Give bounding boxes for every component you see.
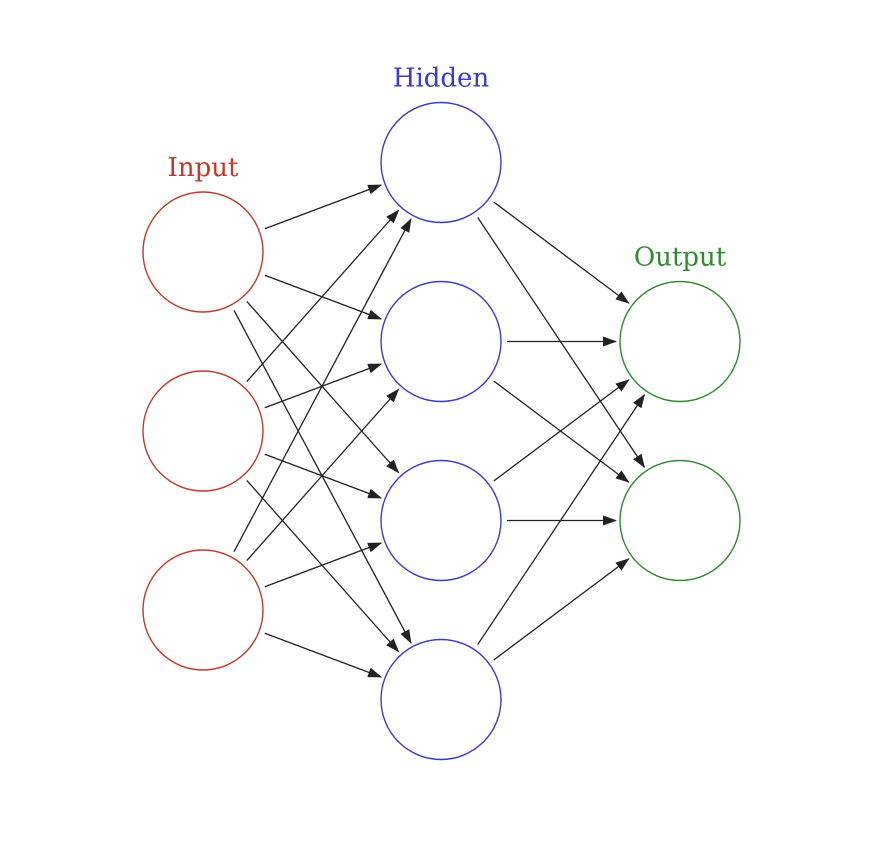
output-node-2 — [619, 459, 741, 582]
edge-input1-to-hidden2 — [264, 274, 383, 320]
hidden-node-3 — [380, 459, 502, 582]
edge-hidden4-to-output2 — [493, 558, 630, 661]
input-layer-label: Input — [168, 153, 239, 183]
edge-input3-to-hidden2 — [246, 388, 400, 562]
edge-input2-to-hidden3 — [264, 453, 383, 499]
edge-input1-to-hidden1 — [264, 184, 383, 230]
edge-input2-to-hidden4 — [246, 479, 400, 653]
edge-input3-to-hidden4 — [264, 632, 383, 678]
output-layer-label: Output — [634, 243, 727, 273]
input-node-2 — [142, 370, 264, 492]
edge-hidden1-to-output1 — [493, 201, 630, 304]
edge-hidden3-to-output1 — [493, 379, 630, 482]
hidden-layer-label: Hidden — [393, 64, 490, 94]
hidden-node-2 — [380, 280, 502, 403]
edge-hidden4-to-output1 — [477, 393, 646, 645]
input-node-1 — [142, 191, 264, 313]
edge-input3-to-hidden1 — [233, 218, 412, 553]
hidden-node-4 — [380, 638, 502, 761]
edge-input1-to-hidden4 — [233, 309, 412, 644]
edge-input2-to-hidden1 — [246, 209, 400, 383]
hidden-node-1 — [380, 101, 502, 224]
edge-hidden1-to-output2 — [477, 217, 646, 469]
edge-hidden2-to-output2 — [493, 380, 630, 483]
edge-input3-to-hidden3 — [264, 542, 383, 588]
output-node-1 — [619, 280, 741, 403]
edge-input2-to-hidden2 — [264, 363, 383, 409]
input-node-3 — [142, 549, 264, 671]
edge-input1-to-hidden3 — [246, 300, 400, 474]
